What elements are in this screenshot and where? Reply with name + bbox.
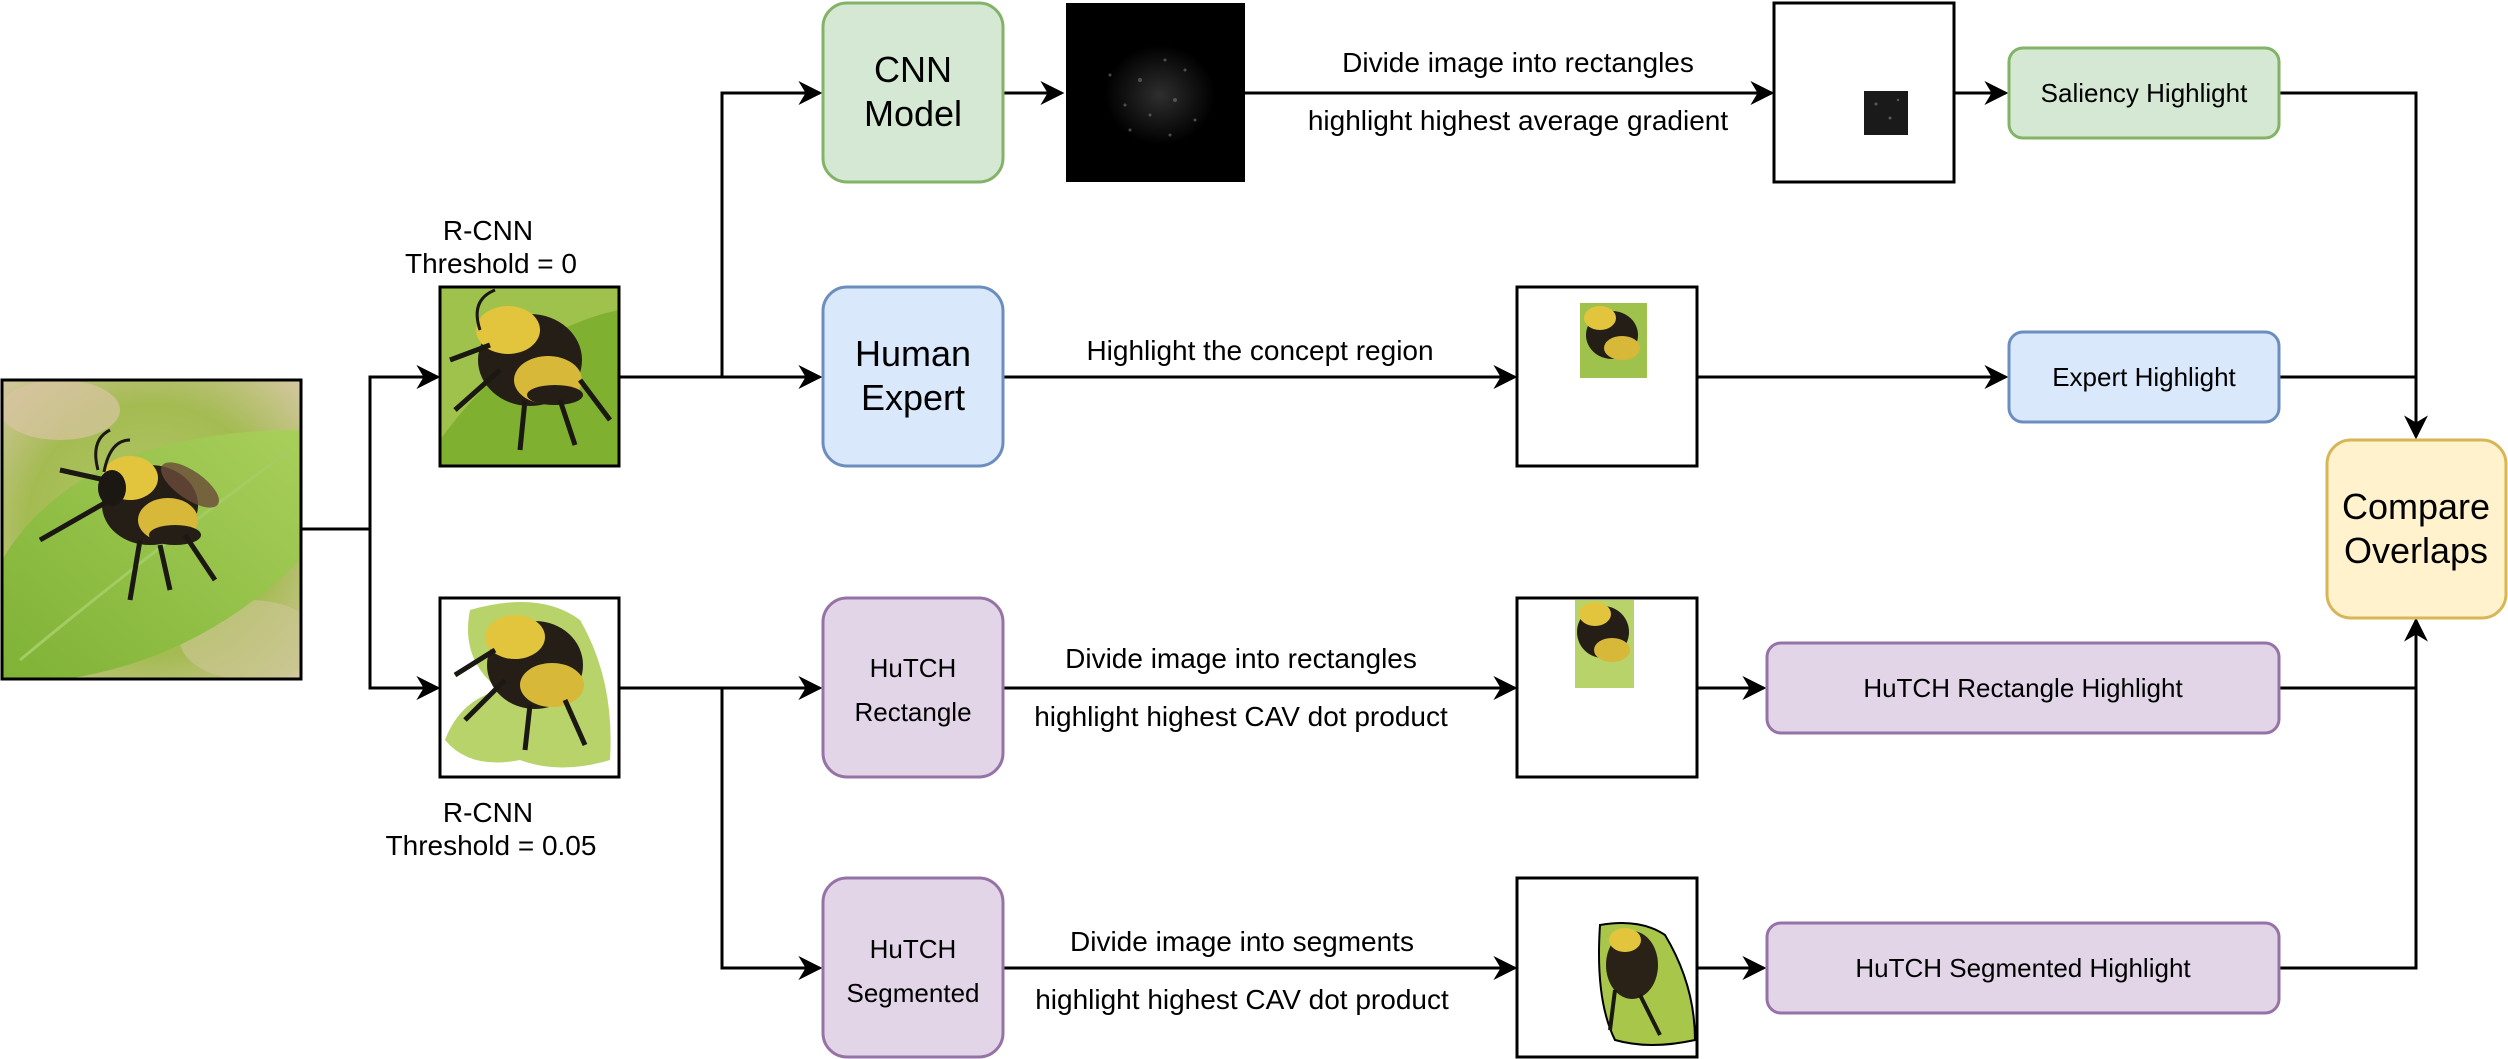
output-hutch-seg-highlight: HuTCH Segmented Highlight bbox=[1765, 921, 2281, 1015]
node-hutch-segmented-line1: HuTCH bbox=[870, 934, 957, 964]
edge-hutch-seg-to-compare bbox=[2279, 617, 2428, 970]
edge-saliency-to-compare bbox=[2279, 91, 2428, 440]
node-human-expert: Human Expert bbox=[821, 285, 1005, 468]
rcnn-crop-threshold-0-frame bbox=[438, 285, 621, 468]
bee-icon bbox=[449, 288, 612, 451]
edge-label-rect-line1: Divide image into rectangles bbox=[1065, 643, 1417, 674]
edge-input-to-crop0 bbox=[368, 365, 441, 529]
node-hutch-rectangle-line2: Rectangle bbox=[854, 697, 971, 727]
hutch-seg-patch-box bbox=[1515, 876, 1699, 1059]
bee-icon bbox=[1580, 303, 1647, 378]
hutch-rect-patch-box bbox=[1515, 596, 1699, 779]
node-cnn-model: CNN Model bbox=[821, 1, 1005, 184]
node-hutch-rectangle: HuTCH Rectangle bbox=[821, 596, 1005, 779]
rcnn-bottom-label-line2: Threshold = 0.05 bbox=[386, 830, 597, 861]
edge-input-to-crop1 bbox=[368, 529, 441, 700]
node-human-expert-line2: Expert bbox=[861, 377, 965, 418]
node-cnn-model-line2: Model bbox=[864, 93, 962, 134]
input-photo-frame bbox=[0, 378, 303, 681]
edge-label-seg-line1: Divide image into segments bbox=[1070, 926, 1414, 957]
node-compare-overlaps-line1: Compare bbox=[2342, 486, 2490, 527]
saliency-patch-box bbox=[1772, 1, 1956, 184]
output-expert-highlight: Expert Highlight bbox=[2007, 330, 2281, 424]
edge-crop1-to-hutch-seg bbox=[720, 688, 823, 980]
rcnn-bottom-label-line1: R-CNN bbox=[443, 797, 533, 828]
input-photo bbox=[2, 380, 301, 679]
edge-label-cnn-line2: highlight highest average gradient bbox=[1308, 105, 1729, 136]
output-saliency-highlight: Saliency Highlight bbox=[2007, 46, 2281, 140]
edge-crop0-to-cnn bbox=[720, 81, 823, 377]
expert-patch-box bbox=[1515, 285, 1699, 468]
output-saliency-label: Saliency Highlight bbox=[2041, 78, 2248, 108]
node-hutch-segmented-line2: Segmented bbox=[847, 978, 980, 1008]
rcnn-crop-threshold-005-frame bbox=[438, 596, 621, 779]
bee-icon bbox=[38, 428, 219, 601]
node-compare-overlaps-line2: Overlaps bbox=[2344, 530, 2488, 571]
node-human-expert-line1: Human bbox=[855, 333, 971, 374]
saliency-map bbox=[1066, 3, 1245, 182]
node-cnn-model-line1: CNN bbox=[874, 49, 952, 90]
node-compare-overlaps: Compare Overlaps bbox=[2325, 438, 2508, 620]
rcnn-crop-threshold-005 bbox=[440, 598, 619, 777]
output-hutch-rect-highlight: HuTCH Rectangle Highlight bbox=[1765, 641, 2281, 735]
node-hutch-segmented: HuTCH Segmented bbox=[821, 876, 1005, 1059]
edge-label-rect-line2: highlight highest CAV dot product bbox=[1034, 701, 1448, 732]
connectors bbox=[301, 81, 2428, 980]
edge-label-cnn-line1: Divide image into rectangles bbox=[1342, 47, 1694, 78]
bee-icon bbox=[453, 615, 588, 751]
output-hutch-rect-label: HuTCH Rectangle Highlight bbox=[1863, 673, 2183, 703]
output-expert-label: Expert Highlight bbox=[2052, 362, 2236, 392]
output-hutch-seg-label: HuTCH Segmented Highlight bbox=[1855, 953, 2191, 983]
rcnn-crop-threshold-0 bbox=[440, 287, 619, 466]
bee-icon bbox=[1575, 600, 1634, 688]
node-hutch-rectangle-line1: HuTCH bbox=[870, 653, 957, 683]
edge-label-seg-line2: highlight highest CAV dot product bbox=[1035, 984, 1449, 1015]
rcnn-top-label-line1: R-CNN bbox=[443, 215, 533, 246]
rcnn-top-label-line2: Threshold = 0 bbox=[405, 248, 577, 279]
bee-icon bbox=[1598, 922, 1697, 1046]
edge-label-expert: Highlight the concept region bbox=[1086, 335, 1433, 366]
